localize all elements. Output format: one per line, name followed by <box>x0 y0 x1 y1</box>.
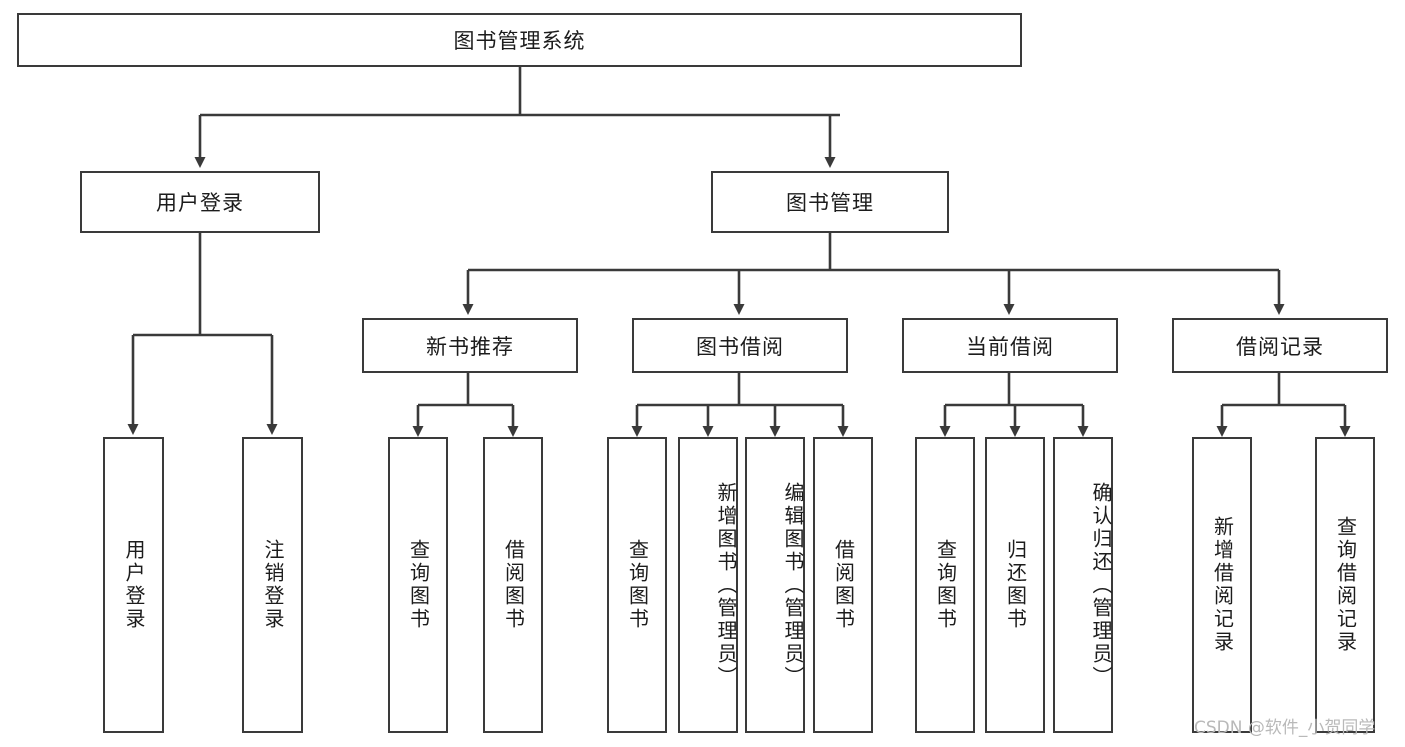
node-borrow-record[interactable]: 借阅记录 <box>1172 318 1388 373</box>
leaf-current-confirm-return-admin[interactable]: 确认归还（管理员） <box>1053 437 1113 733</box>
leaf-new-book-query[interactable]: 查询图书 <box>388 437 448 733</box>
node-label: 用户登录 <box>156 191 244 215</box>
node-label: 归还图书 <box>1003 539 1028 631</box>
node-label: 借阅记录 <box>1236 334 1324 359</box>
node-label: 用户登录 <box>122 539 146 631</box>
node-label: 查询图书 <box>406 539 431 631</box>
leaf-borrow-borrow-book[interactable]: 借阅图书 <box>813 437 873 733</box>
node-root-book-management-system[interactable]: 图书管理系统 <box>17 13 1022 67</box>
node-label: 当前借阅 <box>966 334 1054 359</box>
node-new-book-recommend[interactable]: 新书推荐 <box>362 318 578 373</box>
node-label: 新增借阅记录 <box>1210 516 1235 654</box>
node-label: 查询图书 <box>933 539 958 631</box>
watermark-text: CSDN @软件_小贺同学 <box>1194 718 1376 738</box>
node-book-management[interactable]: 图书管理 <box>711 171 949 233</box>
node-label: 编辑图书（管理员） <box>781 481 805 689</box>
leaf-current-return-book[interactable]: 归还图书 <box>985 437 1045 733</box>
node-label: 图书借阅 <box>696 334 784 359</box>
leaf-user-login-signin[interactable]: 用户登录 <box>103 437 164 733</box>
leaf-record-add-record[interactable]: 新增借阅记录 <box>1192 437 1252 733</box>
node-label: 新增图书（管理员） <box>714 481 738 689</box>
leaf-borrow-edit-book-admin[interactable]: 编辑图书（管理员） <box>745 437 805 733</box>
node-label: 确认归还（管理员） <box>1089 481 1113 689</box>
leaf-borrow-add-book-admin[interactable]: 新增图书（管理员） <box>678 437 738 733</box>
node-book-borrow[interactable]: 图书借阅 <box>632 318 848 373</box>
node-current-borrow[interactable]: 当前借阅 <box>902 318 1118 373</box>
node-label: 借阅图书 <box>831 539 856 631</box>
leaf-borrow-query-book[interactable]: 查询图书 <box>607 437 667 733</box>
leaf-user-login-signout[interactable]: 注销登录 <box>242 437 303 733</box>
node-label: 查询借阅记录 <box>1333 516 1358 654</box>
node-label: 图书管理系统 <box>453 29 586 53</box>
node-label: 查询图书 <box>625 539 650 631</box>
node-label: 注销登录 <box>261 539 285 631</box>
node-user-login[interactable]: 用户登录 <box>80 171 320 233</box>
leaf-current-query-book[interactable]: 查询图书 <box>915 437 975 733</box>
node-label: 图书管理 <box>786 191 874 215</box>
leaf-record-query-record[interactable]: 查询借阅记录 <box>1315 437 1375 733</box>
node-label: 借阅图书 <box>501 539 526 631</box>
node-label: 新书推荐 <box>426 334 514 359</box>
leaf-new-book-borrow[interactable]: 借阅图书 <box>483 437 543 733</box>
